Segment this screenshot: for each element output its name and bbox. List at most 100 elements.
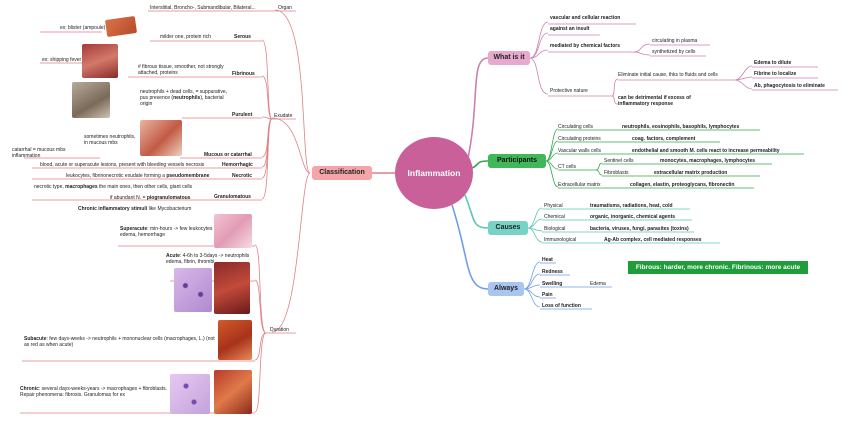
always-node[interactable]: Always — [488, 282, 524, 296]
what-protective-desc: Eliminate initial cause, thks to fluids … — [618, 72, 718, 78]
organ-label: Organ — [278, 5, 292, 11]
fibrinous-photo — [82, 44, 118, 78]
necrotic-desc-part1: leukocytes, fibrinonecrotic exudate form… — [66, 173, 167, 179]
participant-sub-detail: extracellular matrix production — [654, 170, 728, 176]
necrotic-desc: leukocytes, fibrinonecrotic exudate form… — [66, 173, 209, 179]
fibrinous-example: ex: shipping fever — [42, 57, 82, 63]
purulent-name: Purulent — [232, 112, 253, 118]
chronic-photo-histology — [170, 374, 210, 414]
acute-name: Acute — [166, 253, 180, 259]
what-effect-edema: Edema to dilute — [754, 60, 792, 66]
what-detrimental: can be detrimental if excess of inflamma… — [618, 95, 691, 107]
cause-detail: traumatisms, radiations, heat, cold — [590, 203, 673, 209]
subacute-text: Subacute: few days-weeks -> neutrophils … — [24, 336, 216, 348]
participant-detail: neutrophils, eosinophils, basophils, lym… — [622, 124, 740, 130]
mucous-example: catarrhal = mucous mbs inflammation — [12, 147, 66, 159]
central-topic[interactable]: Inflammation — [395, 137, 473, 209]
subacute-photo — [218, 320, 252, 360]
superacute-text: Superacute: min-hours -> few leukocytes … — [120, 226, 214, 238]
purulent-photo — [72, 82, 110, 118]
participant-sub-label: Fibroblasts — [604, 170, 629, 176]
duration-label: Duration — [270, 327, 289, 333]
pio-prefix: if abundant N. = — [110, 195, 147, 201]
chronic-stimuli-bold: Chronic inflammatory stimuli — [78, 206, 148, 212]
serous-example: ex: blister (ampoule) — [60, 25, 106, 31]
participant-sub-label: Sentinel cells — [604, 158, 634, 164]
hemorrhagic-desc: blood, acute or superacute lesions, pres… — [40, 162, 205, 168]
exudate-label: Exudate — [274, 113, 293, 119]
mucous-name: Mucous or catarrhal — [204, 152, 252, 158]
granulomatous-sub-pio: if abundant N. = piogranulomatous — [110, 195, 190, 201]
granulomatous-desc-part2: the main ones, then other cells, giant c… — [97, 184, 193, 190]
participant-label: CT cells — [558, 164, 576, 170]
chronic-name: Chronic — [20, 386, 39, 392]
superacute-photo — [214, 214, 252, 248]
what-item-vascular: vascular and cellular reaction — [550, 15, 621, 21]
organ-desc: Interstitial, Broncho-, Submandibular, B… — [150, 5, 256, 11]
purulent-desc-part1: neutrophils + dead cells, = suppurative,… — [140, 89, 227, 101]
pio-bold: piogranulomatous — [146, 195, 191, 201]
what-item-insult: against an insult — [550, 26, 590, 32]
always-redness: Redness — [542, 269, 563, 275]
what-chem-cells: synthetized by cells — [652, 49, 696, 55]
cause-label: Chemical — [544, 214, 565, 220]
fibrinous-name: Fibrinous — [232, 71, 255, 77]
mucous-photo — [140, 120, 182, 156]
acute-photo-gross — [214, 262, 250, 314]
what-effect-fibrine: Fibrine to localize — [754, 71, 797, 77]
superacute-desc: : min-hours -> few leukocytes edema, hem… — [120, 226, 213, 238]
causes-node[interactable]: Causes — [488, 221, 528, 235]
acute-desc: : 4-6h to 3-5days -> neutrophils edema, … — [166, 253, 250, 265]
summary-note: Fibrous: harder, more chronic. Fibrinous… — [628, 261, 808, 274]
what-item-protective: Protective nature — [550, 88, 588, 94]
what-chem-plasma: circulating in plasma — [652, 38, 698, 44]
what-is-it-node[interactable]: What is it — [488, 51, 530, 65]
cause-detail: bacteria, viruses, fungi, parasites (tox… — [590, 226, 689, 232]
cause-detail: Ag-Ab complex, cell mediated responses — [604, 237, 702, 243]
always-swelling: Swelling — [542, 281, 563, 287]
always-pain: Pain — [542, 292, 553, 298]
participant-label: Circulating cells — [558, 124, 594, 130]
necrotic-name: Necrotic — [232, 173, 253, 179]
chronic-text: Chronic: several days-weeks-years -> mac… — [20, 386, 170, 398]
chronic-photo-gross — [214, 370, 252, 414]
chronic-stimuli-post: like Mycobacterium — [147, 206, 192, 212]
granulomatous-desc: necrotic type, macrophages the main ones… — [34, 184, 192, 190]
cause-label: Biological — [544, 226, 566, 232]
participant-label: Circulating proteins — [558, 136, 601, 142]
subacute-desc: : few days-weeks -> neutrophils + mononu… — [24, 336, 215, 348]
acute-photo-histology — [174, 268, 212, 312]
chronic-desc: : several days-weeks-years -> macrophage… — [20, 386, 168, 398]
always-heat: Heat — [542, 257, 553, 263]
fibrinous-desc: # fibrous tissue, smoother, not strongly… — [138, 64, 224, 76]
hemorrhagic-name: Hemorrhagic — [222, 162, 253, 168]
mucous-desc: sometimes neutrophils, in mucous mbs — [84, 134, 136, 146]
granulomatous-desc-bold: macrophages — [65, 184, 98, 190]
serous-name: Serous — [234, 34, 251, 40]
classification-node[interactable]: Classification — [312, 166, 372, 180]
always-loss-of-function: Loss of function — [542, 303, 581, 309]
purulent-desc: neutrophils + dead cells, = suppurative,… — [140, 89, 234, 107]
necrotic-desc-bold: pseudomembrane — [166, 173, 210, 179]
always-edema: Edema — [590, 281, 606, 287]
participants-node[interactable]: Participants — [488, 154, 546, 168]
participant-detail: collagen, elastin, proteoglycans, fibron… — [630, 182, 735, 188]
subacute-name: Subacute — [24, 336, 47, 342]
acute-text: Acute: 4-6h to 3-5days -> neutrophils ed… — [166, 253, 256, 265]
what-item-mediated: mediated by chemical factors — [550, 43, 621, 49]
purulent-desc-part2: ), bacterial origin — [140, 95, 224, 107]
serous-desc: milder one, protein rich — [160, 34, 211, 40]
purulent-desc-bold: neutrophils — [173, 95, 201, 101]
participant-detail: endothelial and smooth M. cells react to… — [632, 148, 780, 154]
participant-label: Vascular walls cells — [558, 148, 601, 154]
granulomatous-desc-part1: necrotic type, — [34, 184, 66, 190]
cause-label: Physical — [544, 203, 563, 209]
cause-detail: organic, inorganic, chemical agents — [590, 214, 676, 220]
granulomatous-sub-chronic: Chronic inflammatory stimuli like Mycoba… — [78, 206, 191, 212]
participant-label: Extracellular matrix — [558, 182, 601, 188]
what-effect-ab: Ab, phagocytosis to eliminate — [754, 83, 825, 89]
superacute-name: Superacute — [120, 226, 148, 232]
granulomatous-name: Granulomatous — [214, 194, 251, 200]
cause-label: Immunological — [544, 237, 577, 243]
